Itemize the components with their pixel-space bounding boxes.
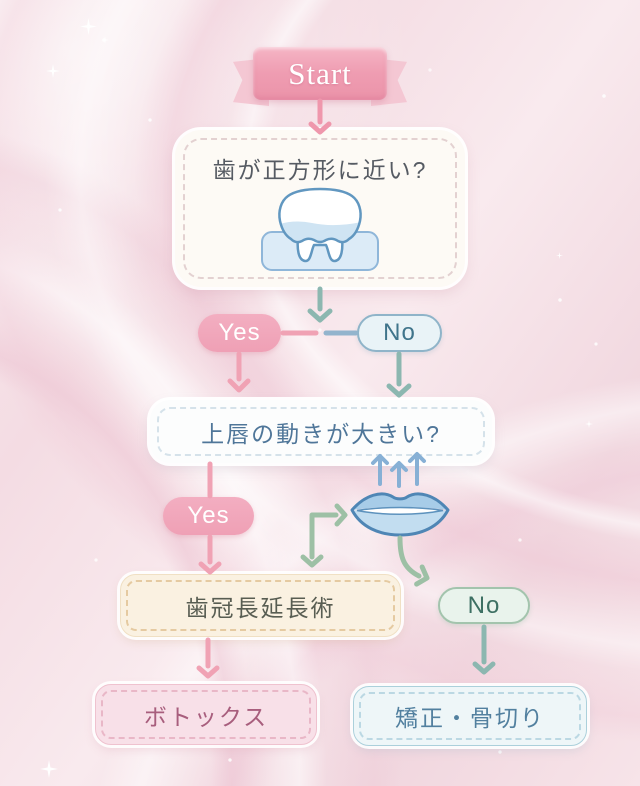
- branch2-yes-button: Yes: [163, 497, 254, 535]
- branch1-yes-label: Yes: [218, 319, 261, 346]
- branch2-no-button: No: [438, 587, 530, 624]
- start-ribbon: Start: [253, 47, 387, 100]
- lips-icon: [349, 484, 451, 543]
- ortho-osteotomy-label: 矯正・骨切り: [395, 705, 545, 731]
- question-box-lip-movement: 上唇の動きが大きい?: [150, 400, 492, 463]
- question-box-tooth-shape: 歯が正方形に近い?: [175, 130, 465, 287]
- branch1-yes-button: Yes: [198, 314, 281, 352]
- branch2-no-label: No: [467, 591, 501, 619]
- result-ortho-osteotomy: 矯正・骨切り: [353, 686, 587, 746]
- sparkle-icon: [585, 420, 593, 428]
- question1-text: 歯が正方形に近い?: [212, 157, 428, 183]
- branch2-yes-label: Yes: [187, 502, 230, 529]
- sparkle-icon: [101, 36, 109, 44]
- sparkle-icon: [556, 252, 563, 259]
- branch1-no-label: No: [383, 319, 416, 346]
- result-botox: ボトックス: [95, 684, 317, 745]
- tooth-icon: [261, 187, 379, 271]
- question2-text: 上唇の動きが大きい?: [201, 420, 441, 447]
- result-crown-lengthening: 歯冠長延長術: [120, 574, 401, 637]
- botox-label: ボトックス: [143, 703, 269, 730]
- branch1-no-button: No: [357, 314, 442, 352]
- crown-lengthening-label: 歯冠長延長術: [185, 594, 336, 621]
- start-label: Start: [288, 55, 352, 91]
